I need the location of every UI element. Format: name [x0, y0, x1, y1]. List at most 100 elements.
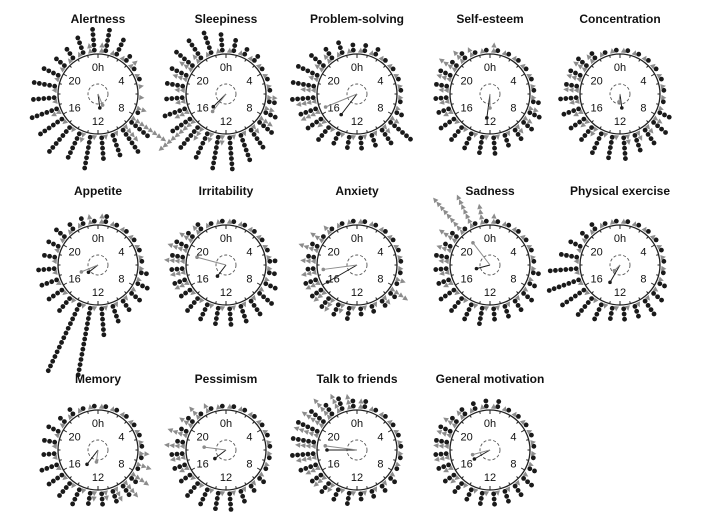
data-dot-black — [314, 72, 320, 78]
hour-tick — [346, 411, 348, 414]
data-dot-black — [390, 66, 396, 72]
data-dot-black — [512, 483, 518, 489]
data-dot-black — [444, 83, 450, 89]
hour-tick — [650, 111, 655, 115]
data-dot-gray — [641, 55, 647, 62]
data-dot-gray — [311, 269, 317, 275]
data-dot-black — [529, 297, 534, 303]
data-dot-black — [254, 307, 260, 313]
data-dot-black — [257, 311, 263, 317]
data-dot-gray — [306, 455, 312, 461]
data-dot-gray — [241, 130, 246, 137]
hour-tick — [366, 486, 368, 489]
data-dot-black — [323, 402, 329, 408]
data-dot-black — [373, 142, 378, 148]
data-dot-gray — [199, 482, 205, 489]
data-dot-gray — [192, 54, 198, 61]
data-dot-black — [531, 443, 537, 449]
data-dot-gray — [109, 221, 115, 227]
hour-label: 16 — [196, 459, 208, 471]
hour-tick — [455, 467, 460, 471]
data-dot-black — [175, 82, 180, 88]
hour-tick — [256, 244, 261, 248]
data-dot-black — [444, 439, 450, 445]
hour-tick — [87, 411, 89, 414]
data-dot-black — [85, 321, 90, 327]
data-dot-gray — [443, 232, 449, 238]
data-dot-gray — [134, 118, 141, 124]
data-dot-black — [379, 127, 385, 133]
hour-tick — [63, 244, 68, 248]
data-dot-gray — [447, 280, 454, 285]
data-dot-black — [185, 493, 190, 498]
data-dot-black — [204, 487, 210, 493]
data-dot-gray — [453, 50, 459, 57]
data-dot-black — [183, 428, 189, 434]
data-dot-black — [257, 120, 263, 125]
data-dot-black — [90, 27, 95, 32]
data-dot-black — [295, 420, 301, 425]
data-dot-black — [81, 341, 87, 347]
data-dot-black — [85, 150, 90, 156]
hour-tick — [187, 274, 190, 276]
data-dot-black — [300, 422, 306, 428]
data-dot-black — [443, 70, 448, 76]
hour-tick — [128, 244, 133, 248]
data-dot-black — [57, 308, 62, 313]
data-dot-black — [50, 478, 56, 484]
data-dot-black — [317, 59, 322, 65]
data-dot-black — [295, 64, 301, 69]
hour-tick — [205, 482, 208, 485]
data-dot-black — [259, 237, 265, 243]
data-dot-black — [242, 498, 247, 504]
hour-tick — [191, 111, 196, 115]
data-dot-gray — [436, 74, 443, 79]
data-dot-black — [228, 501, 233, 507]
mean-vector-tip — [325, 280, 330, 284]
panel-title: Irritability — [199, 184, 254, 198]
data-dot-gray — [179, 443, 185, 450]
data-dot-gray — [326, 58, 333, 65]
hour-tick — [244, 126, 247, 129]
data-dot-black — [205, 40, 210, 46]
data-dot-black — [311, 254, 317, 260]
mean-vector-tip — [325, 448, 329, 452]
data-dot-gray — [443, 87, 449, 94]
data-dot-black — [382, 132, 388, 137]
data-dot-black — [188, 304, 194, 309]
data-dot-black — [483, 47, 489, 53]
data-dot-gray — [172, 245, 179, 250]
data-dot-black — [84, 155, 89, 161]
data-dot-black — [180, 439, 186, 445]
data-dot-black — [136, 432, 142, 438]
data-dot-black — [117, 152, 123, 158]
hour-tick — [69, 65, 72, 68]
data-dot-black — [335, 131, 341, 137]
data-dot-gray — [71, 126, 77, 133]
data-dot-black — [666, 114, 672, 120]
data-dot-gray — [400, 278, 406, 284]
data-dot-gray — [81, 488, 87, 494]
data-dot-black — [76, 302, 82, 308]
data-dot-black — [521, 291, 527, 296]
hour-tick — [656, 274, 659, 276]
data-dot-black — [568, 239, 574, 245]
data-dot-black — [394, 466, 400, 472]
data-dot-gray — [226, 218, 233, 224]
data-dot-black — [345, 140, 351, 145]
data-dot-black — [335, 302, 341, 308]
data-dot-black — [57, 137, 62, 142]
hour-tick — [585, 244, 590, 248]
hour-tick — [205, 415, 208, 418]
data-dot-gray — [303, 245, 310, 250]
data-dot-black — [74, 136, 80, 141]
hour-label: 8 — [510, 103, 516, 115]
data-dot-black — [202, 136, 208, 141]
data-dot-black — [512, 298, 518, 304]
data-dot-gray — [652, 286, 659, 292]
data-dot-gray — [656, 74, 663, 79]
data-dot-black — [54, 277, 60, 283]
data-dot-gray — [219, 135, 226, 141]
data-dot-black — [47, 253, 52, 259]
